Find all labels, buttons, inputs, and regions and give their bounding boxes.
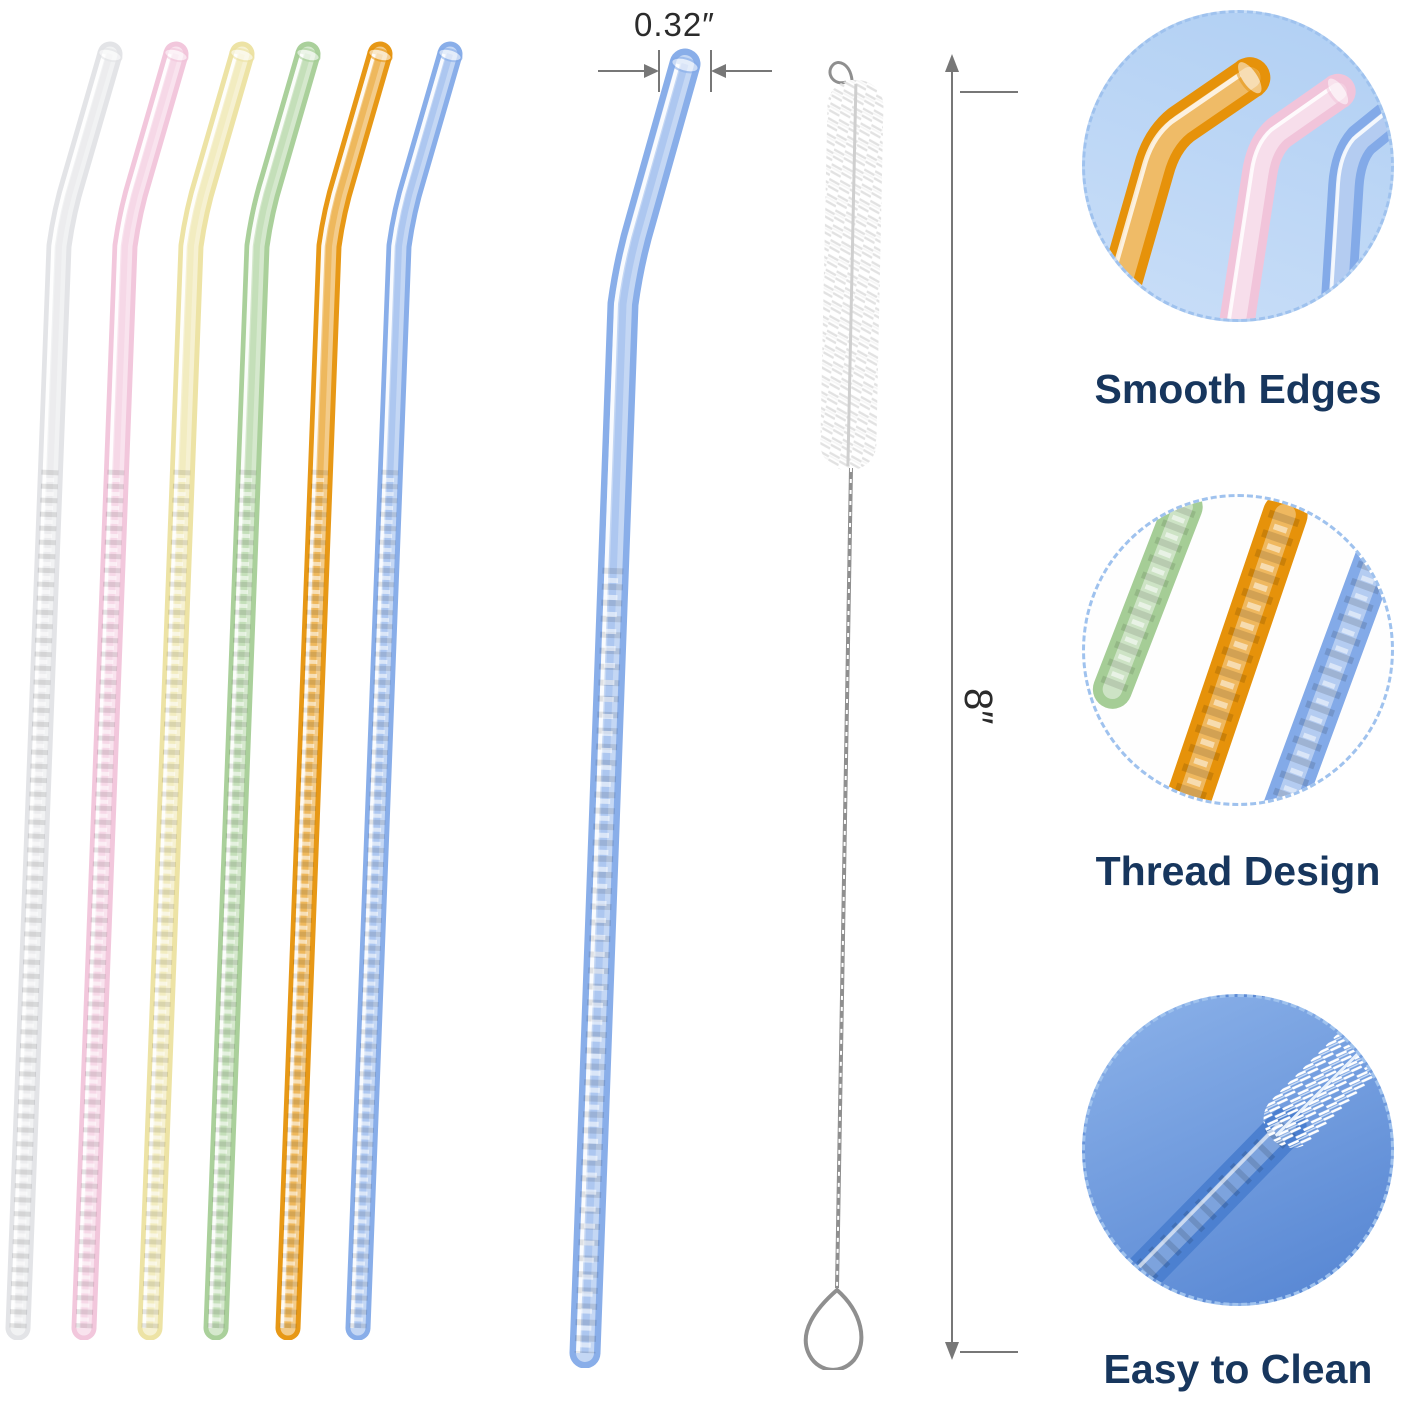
thread-design-illustration — [1092, 497, 1391, 803]
straw-tip-pink-icon — [1219, 73, 1356, 319]
easy-to-clean-illustration — [1091, 1017, 1391, 1303]
cleaning-brush — [803, 61, 884, 1370]
smooth-edges-illustration — [1089, 57, 1391, 319]
straw-thread-green-icon — [1092, 497, 1203, 709]
straw-thread-blue-icon — [1263, 527, 1391, 803]
length-label: 8″ — [956, 688, 1000, 725]
straw-blue — [345, 41, 463, 1340]
diameter-label: 0.32″ — [634, 6, 715, 43]
feature-circle-easy-to-clean — [1082, 994, 1394, 1306]
straw-yellow — [137, 41, 255, 1340]
straw-green — [203, 41, 321, 1340]
feature-label-smooth-edges: Smooth Edges — [1094, 366, 1382, 412]
feature-label-thread-design: Thread Design — [1095, 848, 1381, 894]
straw-blue-icon — [1091, 1106, 1307, 1303]
straw-clear — [5, 41, 123, 1340]
straw-amber — [275, 41, 393, 1340]
diameter-dimension-icon — [598, 50, 772, 92]
cleaning-brush-tip-icon — [1263, 1017, 1391, 1148]
demo-straw-blue — [569, 48, 701, 1368]
feature-circle-smooth-edges — [1082, 10, 1394, 322]
straw-tip-blue-icon — [1319, 93, 1391, 319]
feature-label-easy-to-clean: Easy to Clean — [1103, 1346, 1373, 1392]
straw-thread-amber-icon — [1163, 497, 1308, 803]
straw-tip-amber-icon — [1089, 57, 1271, 319]
straw-pink — [71, 41, 189, 1340]
feature-circle-thread-design — [1082, 494, 1394, 806]
length-dimension-icon — [945, 54, 1018, 1360]
